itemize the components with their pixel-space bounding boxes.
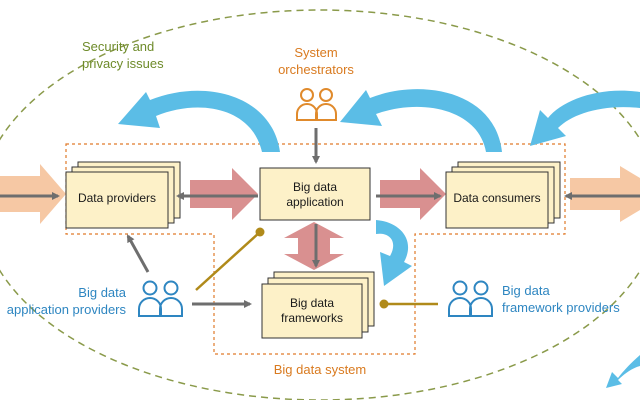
orchestrators-label-line1: System xyxy=(294,45,338,60)
framework-providers-label-line1: Big data xyxy=(502,283,550,298)
system-label: Big data system xyxy=(273,362,367,377)
application-label: Big data application xyxy=(260,180,370,210)
blue-curve-arrow-corner xyxy=(606,355,640,388)
data-consumers-label: Data consumers xyxy=(453,191,541,205)
security-label: Security and privacy issues xyxy=(82,38,164,72)
system-boundary xyxy=(65,143,566,355)
salmon-double-arrow-vertical xyxy=(284,222,344,270)
blue-curve-arrow-middle xyxy=(340,89,502,152)
framework-providers-label-line2: framework providers xyxy=(502,300,620,315)
arrow-appproviders-to-providers xyxy=(126,234,150,273)
blue-curve-arrow-left xyxy=(118,90,280,152)
app-providers-label: Big data application providers xyxy=(0,284,126,318)
orchestrators-label-line2: orchestrators xyxy=(278,62,354,77)
frameworks-label-line1: Big data xyxy=(289,296,335,310)
framework-providers-label: Big data framework providers xyxy=(502,282,620,316)
output-flow-arrow xyxy=(570,166,640,222)
app-providers-label-line2: application providers xyxy=(6,302,126,317)
orchestrators-label: System orchestrators xyxy=(276,44,356,78)
app-providers-label-line1: Big data xyxy=(78,285,126,300)
framework-providers-people-icon xyxy=(448,280,493,317)
app-providers-people-icon xyxy=(138,280,183,317)
frameworks-label-line2: frameworks xyxy=(280,311,343,325)
blue-curve-arrow-right xyxy=(530,90,640,146)
application-label-line2: application xyxy=(286,195,344,209)
orchestrators-people-icon xyxy=(296,88,337,121)
blue-curve-arrow-down xyxy=(376,220,412,286)
application-label-line1: Big data xyxy=(292,180,338,194)
data-consumers-box xyxy=(445,161,561,229)
frameworks-label: Big data frameworks xyxy=(262,296,362,326)
gold-link-app xyxy=(195,231,261,291)
application-box xyxy=(259,167,371,221)
data-providers-box xyxy=(65,161,181,229)
salmon-arrow-app-consumers xyxy=(380,168,446,220)
security-label-line1: Security and xyxy=(82,39,155,54)
salmon-arrow-providers-app xyxy=(190,168,258,220)
input-flow-arrow xyxy=(0,164,66,224)
security-label-line2: privacy issues xyxy=(82,56,164,71)
frameworks-box xyxy=(261,271,375,339)
data-providers-label: Data providers xyxy=(77,191,157,205)
